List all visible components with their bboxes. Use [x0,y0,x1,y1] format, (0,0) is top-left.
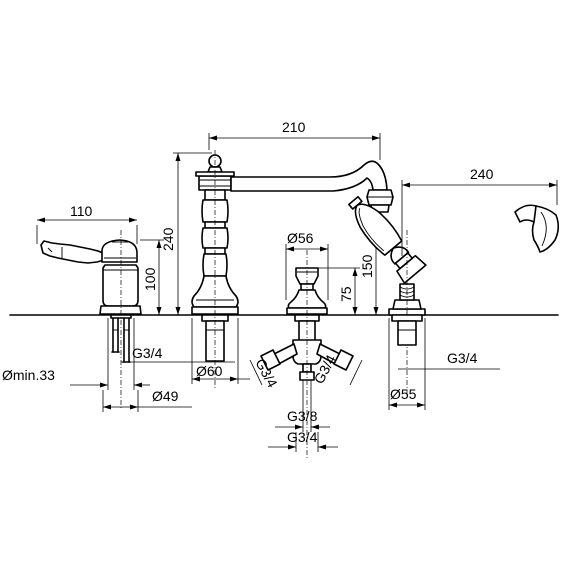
spout-arm [230,160,388,192]
valve-flange [99,305,142,315]
dim-shower-thread: G3/4 [447,350,478,366]
dim-valve-base: Ø49 [152,388,179,404]
lever-valve [40,230,142,410]
shower-dimensions: 240 G3/4 Ø55 [388,166,558,410]
dim-center-diameter: Ø56 [287,230,314,246]
dim-diverter-thread-small: G3/8 [287,408,318,424]
dim-shower-base: Ø55 [390,386,417,402]
spout-aerator [366,189,394,206]
dim-left-thread: G3/4 [132,345,163,361]
dim-shower-reach: 240 [470,166,494,182]
dim-min-hole: Ømin.33 [2,367,55,383]
spout [191,150,394,390]
spout-dimensions: 210 240 Ø60 [160,119,381,384]
diverter [260,250,354,460]
dim-center-150: 150 [359,254,375,278]
dim-valve-height: 100 [142,267,158,291]
dim-spout-height: 240 [160,227,176,251]
dim-center-75: 75 [338,286,354,302]
valve-body [102,264,139,307]
dim-spout-reach: 210 [282,119,306,135]
dim-spout-base: Ø60 [196,363,223,379]
lever-valve-dimensions: 110 100 G3/4 Ømin.33 Ø49 [2,203,235,412]
dim-lever-width: 110 [70,203,93,219]
lever-handle [40,240,106,264]
lever-cap [101,239,138,263]
hand-shower [348,195,560,400]
shower-head [531,205,560,253]
dim-diverter-thread-bottom: G3/4 [287,429,318,445]
